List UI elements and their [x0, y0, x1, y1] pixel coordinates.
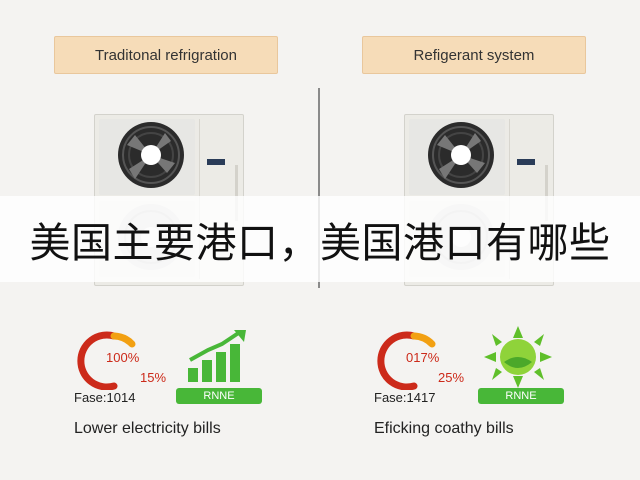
efficiency-gauge-icon: [377, 331, 436, 390]
gauge-percent-sub: 15%: [140, 370, 167, 385]
fan-icon: [428, 122, 494, 188]
divider: [318, 88, 320, 288]
display-screen: [207, 159, 225, 165]
growth-bar-chart-icon: [188, 330, 246, 382]
panel-title: Refigerant system: [362, 36, 586, 74]
fan-grill: [409, 119, 505, 195]
rating-badge: RNNE: [478, 388, 564, 404]
panel-title: Traditonal refrigration: [54, 36, 278, 74]
caption: Lower electricity bills: [74, 420, 221, 437]
gauge-percent-main: 017%: [406, 350, 440, 365]
fan-grill: [99, 119, 195, 195]
display-screen: [517, 159, 535, 165]
fase-label: Fase:1014: [74, 390, 136, 405]
gauge-percent-main: 100%: [106, 350, 140, 365]
gauge-percent-sub: 25%: [438, 370, 465, 385]
rating-badge: RNNE: [176, 388, 262, 404]
fan-icon: [118, 122, 184, 188]
side-groove: [545, 165, 548, 221]
efficiency-gauge-icon: [77, 331, 136, 390]
side-groove: [235, 165, 238, 221]
fase-label: Fase:1417: [374, 390, 436, 405]
overlay-banner-text: 美国主要港口，美国港口有哪些: [0, 196, 640, 282]
eco-sun-icon: [484, 326, 552, 388]
caption: Eficking coathy bills: [374, 420, 514, 437]
